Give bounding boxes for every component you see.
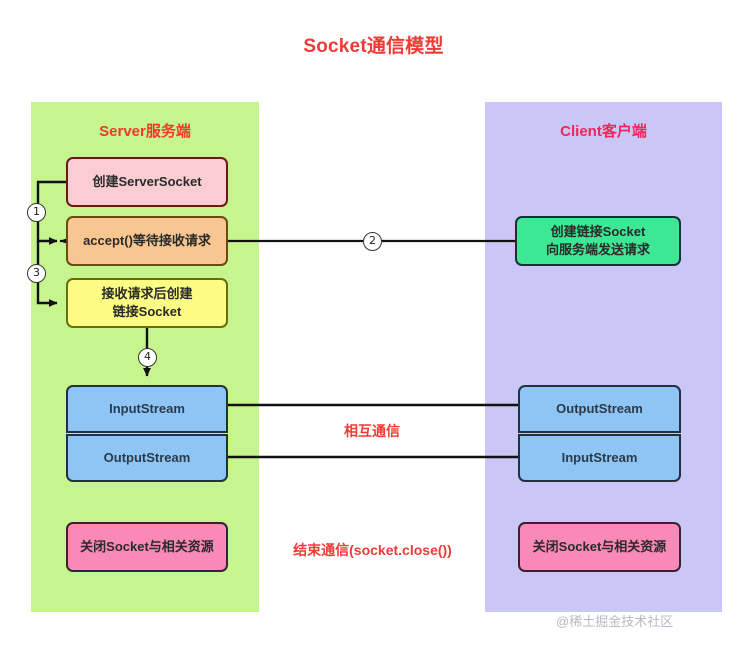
client-input-stream-box[interactable]: InputStream (518, 434, 681, 482)
box-create-link-socket-line1: 接收请求后创建 (101, 286, 193, 302)
server-panel-title: Server服务端 (99, 123, 191, 140)
server-output-stream-label: OutputStream (103, 450, 191, 466)
step-number-4-text: 4 (144, 350, 151, 363)
step-number-3: 3 (27, 264, 46, 283)
client-input-stream-label: InputStream (561, 450, 638, 466)
client-output-stream-label: OutputStream (556, 401, 643, 417)
box-accept-wait[interactable]: accept()等待接收请求 (66, 216, 228, 266)
step-number-2: 2 (363, 232, 382, 251)
server-output-stream-box[interactable]: OutputStream (66, 434, 228, 482)
step-number-1-text: 1 (33, 205, 40, 218)
client-output-stream-box[interactable]: OutputStream (518, 385, 681, 433)
step-number-1: 1 (27, 203, 46, 222)
box-create-serversocket[interactable]: 创建ServerSocket (66, 157, 228, 207)
step-number-4: 4 (138, 348, 157, 367)
box-create-link-socket[interactable]: 接收请求后创建 链接Socket (66, 278, 228, 328)
mutual-communication-label: 相互通信 (344, 423, 400, 439)
end-communication-label: 结束通信(socket.close()) (293, 542, 452, 558)
client-create-socket-line2: 向服务端发送请求 (545, 242, 650, 257)
client-create-socket-box[interactable]: 创建链接Socket 向服务端发送请求 (515, 216, 681, 266)
client-create-socket-line1: 创建链接Socket (550, 224, 646, 240)
page-title: Socket通信模型 (303, 36, 444, 57)
server-input-stream-label: InputStream (109, 401, 185, 417)
client-close-socket-box[interactable]: 关闭Socket与相关资源 (518, 522, 681, 572)
server-close-socket-label: 关闭Socket与相关资源 (80, 539, 214, 555)
box-create-link-socket-text: 接收请求后创建 链接Socket (101, 285, 192, 320)
client-panel-title: Client客户端 (560, 123, 647, 140)
client-create-socket-text: 创建链接Socket 向服务端发送请求 (546, 223, 650, 258)
box-create-link-socket-line2: 链接Socket (112, 304, 182, 319)
watermark: @稀土掘金技术社区 (556, 614, 674, 629)
server-close-socket-box[interactable]: 关闭Socket与相关资源 (66, 522, 228, 572)
server-input-stream-box[interactable]: InputStream (66, 385, 228, 433)
box-accept-wait-label: accept()等待接收请求 (83, 233, 211, 249)
client-close-socket-label: 关闭Socket与相关资源 (532, 539, 667, 555)
step-number-2-text: 2 (369, 234, 376, 247)
box-create-serversocket-label: 创建ServerSocket (92, 174, 202, 190)
step-number-3-text: 3 (33, 266, 40, 279)
